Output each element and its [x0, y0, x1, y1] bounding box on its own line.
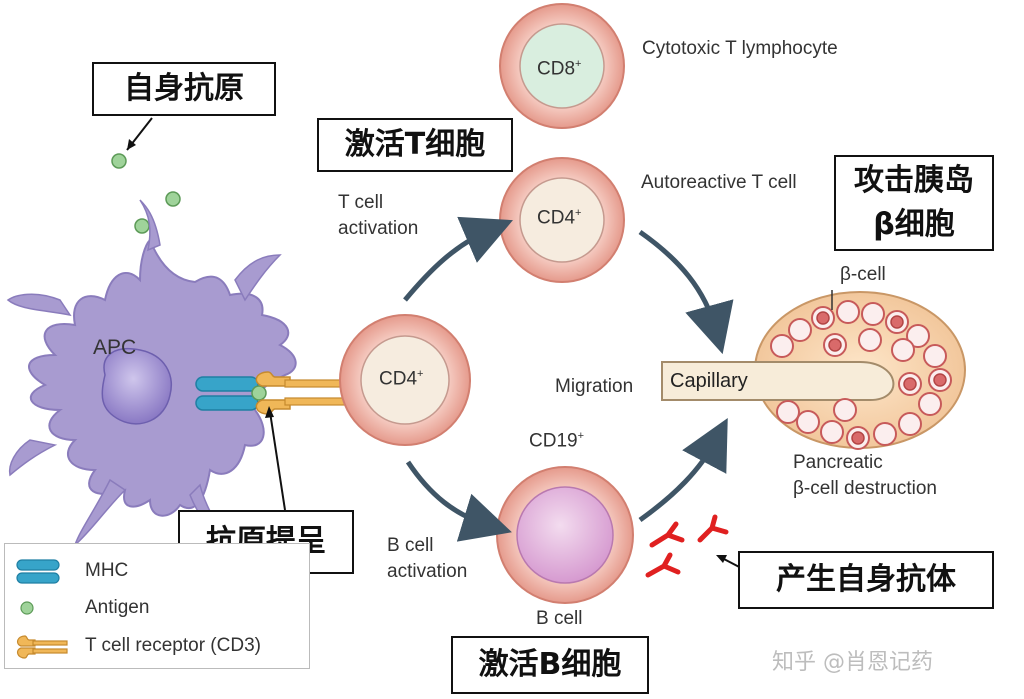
antigen-icon [20, 601, 34, 615]
legend-antigen-label: Antigen [85, 597, 150, 618]
islet-attack-callout: 攻击胰岛 β细胞 [834, 155, 994, 251]
cd19-superscript: + [577, 430, 585, 442]
b-activation-arrow [405, 460, 512, 542]
cd19-label: CD19+ [529, 430, 584, 452]
cd4-center-label: CD4+ [379, 368, 423, 390]
cd8-label: CD8+ [537, 58, 581, 80]
t-activation-arrow [403, 216, 513, 302]
pancreatic-label-1: Pancreatic [793, 452, 883, 473]
legend-tcr-label: T cell receptor (CD3) [85, 635, 261, 656]
mhc-icon [16, 559, 60, 584]
apc-label: APC [93, 336, 137, 359]
migration-label: Migration [555, 376, 634, 397]
t-activation-label-2: activation [338, 218, 419, 239]
cd4-top-superscript: + [575, 207, 582, 219]
legend: MHC Antigen T cell receptor (CD3) [4, 543, 310, 669]
t-activation-label-1: T cell [338, 192, 384, 213]
migration-arrow-top [638, 229, 734, 355]
cd8-superscript: + [575, 58, 582, 70]
legend-icons [16, 559, 68, 659]
islet-attack-line-1: 攻击胰岛 [854, 163, 974, 198]
b-cell-label: B cell [536, 608, 583, 629]
cd8-text: CD8 [537, 58, 576, 80]
beta-cell-label: β-cell [840, 264, 886, 285]
capillary-label: Capillary [670, 370, 748, 392]
antigen-dot [134, 218, 150, 234]
pancreatic-label-2: β-cell destruction [793, 478, 937, 499]
cd4-top-text: CD4 [537, 207, 576, 229]
b-activation-label-2: activation [387, 561, 468, 582]
legend-mhc-label: MHC [85, 560, 129, 581]
cd4-top-label: CD4+ [537, 207, 581, 229]
migration-arrow-bottom [638, 417, 728, 523]
b-activation-callout: 激活B细胞 [451, 636, 649, 694]
watermark: 知乎 @肖恩记药 [772, 650, 933, 675]
antibodies [645, 514, 729, 578]
islet-attack-line-2: β细胞 [873, 207, 955, 242]
tcr-icon [16, 635, 68, 659]
autoantigen-callout: 自身抗原 [92, 62, 276, 116]
antigen-dot [165, 191, 181, 207]
antigen-dot [111, 153, 127, 169]
pancreatic-islet [661, 290, 966, 450]
cd19-text: CD19 [529, 430, 578, 452]
b-activation-label-1: B cell [387, 535, 434, 556]
autoantibody-callout: 产生自身抗体 [738, 551, 994, 609]
cd4-center-superscript: + [417, 368, 424, 380]
antigen-presentation-pointer [269, 411, 286, 511]
autoreactive-label: Autoreactive T cell [641, 172, 797, 193]
mhc-tcr-synapse [195, 371, 346, 415]
cytotoxic-label: Cytotoxic T lymphocyte [642, 38, 838, 59]
t-activation-callout: 激活T细胞 [317, 118, 513, 172]
apc-cell [6, 199, 297, 548]
cd4-center-text: CD4 [379, 368, 418, 390]
